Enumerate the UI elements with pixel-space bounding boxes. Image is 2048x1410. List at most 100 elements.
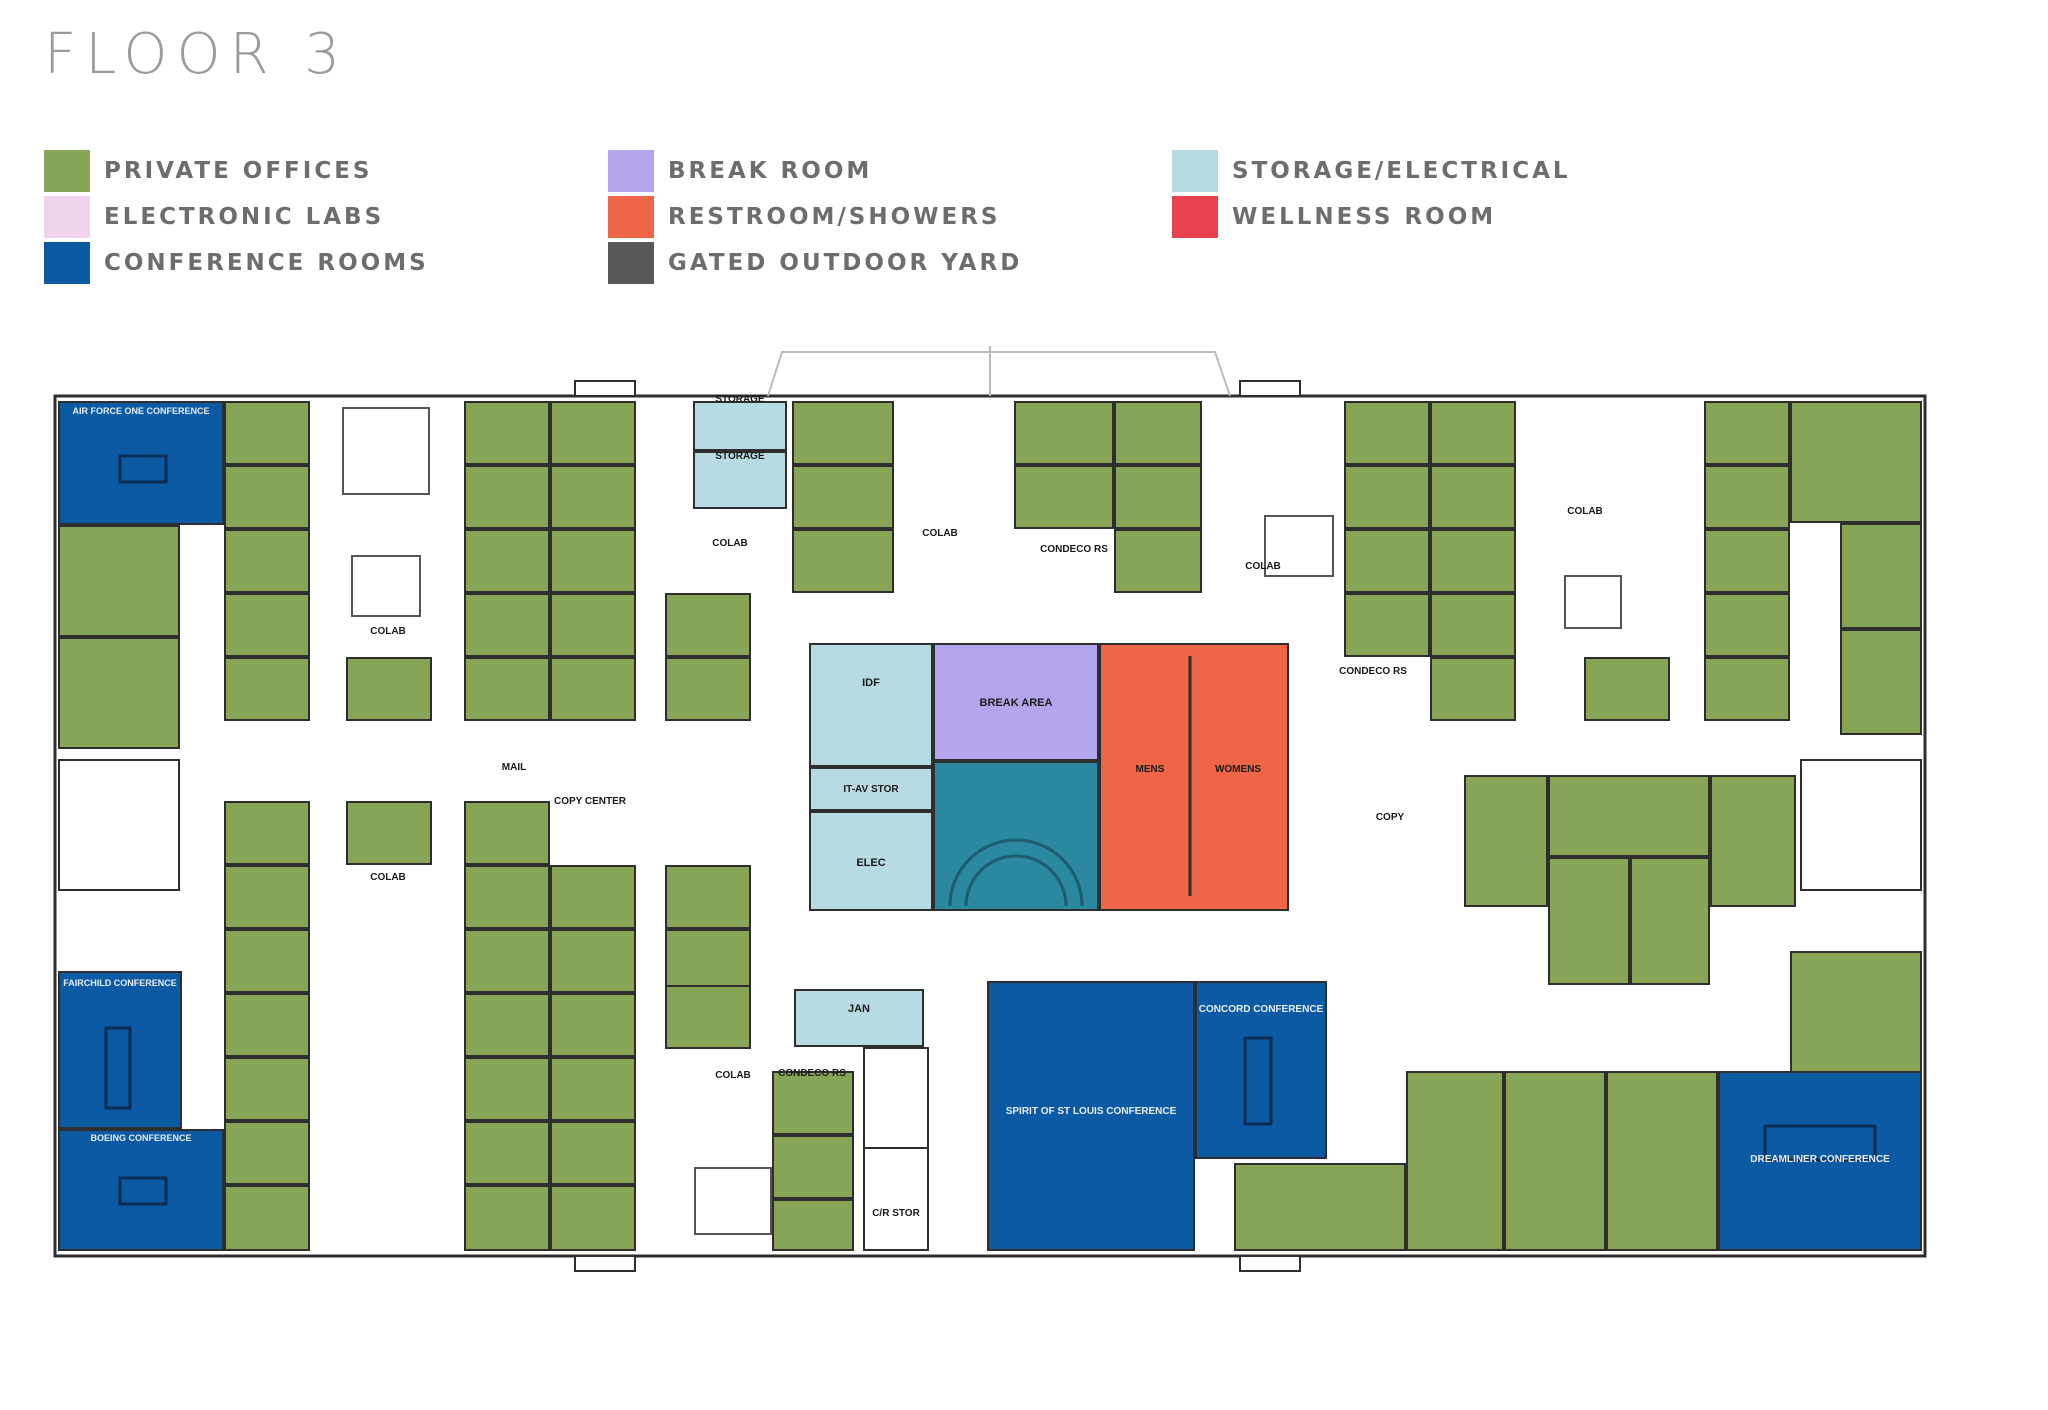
conference-room-boeing bbox=[58, 1129, 224, 1251]
private-office bbox=[224, 465, 310, 529]
private-office bbox=[550, 657, 636, 721]
conference-room-fairchild bbox=[58, 971, 182, 1129]
colab-table bbox=[1564, 575, 1622, 629]
label-colab: COLAB bbox=[712, 538, 748, 549]
conference-table bbox=[104, 1026, 132, 1110]
conference-tables bbox=[104, 454, 1877, 1206]
private-office bbox=[1840, 523, 1922, 629]
label-air-force-one: AIR FORCE ONE CONFERENCE bbox=[72, 406, 209, 416]
conference-room-concord bbox=[1195, 981, 1327, 1159]
exterior-notch bbox=[1239, 380, 1301, 397]
label-elec: ELEC bbox=[856, 857, 885, 869]
private-office bbox=[1344, 529, 1430, 593]
storage-room bbox=[693, 451, 787, 509]
label-colab: COLAB bbox=[370, 626, 406, 637]
label-colab: COLAB bbox=[922, 528, 958, 539]
legend-item-conference-rooms: CONFERENCE ROOMS bbox=[44, 242, 429, 284]
private-office bbox=[464, 465, 550, 529]
private-office bbox=[1344, 465, 1430, 529]
private-office bbox=[224, 801, 310, 865]
private-office bbox=[224, 1185, 310, 1251]
label-idf: IDF bbox=[862, 677, 880, 689]
label-copy: COPY bbox=[1376, 812, 1405, 823]
private-office bbox=[1548, 857, 1630, 985]
private-office bbox=[1790, 951, 1922, 1073]
conference-table bbox=[118, 454, 168, 484]
legend-item-wellness-room: WELLNESS ROOM bbox=[1172, 196, 1496, 238]
private-office bbox=[464, 593, 550, 657]
stair-curve bbox=[964, 854, 1068, 907]
private-office bbox=[1548, 775, 1710, 857]
private-office bbox=[464, 401, 550, 465]
label-jan: JAN bbox=[848, 1003, 870, 1015]
legend-label: RESTROOM/SHOWERS bbox=[668, 204, 1001, 230]
label-cr-stor: C/R STOR bbox=[872, 1208, 920, 1219]
private-office bbox=[550, 865, 636, 929]
stair-west bbox=[58, 759, 180, 891]
label-copy-center: COPY CENTER bbox=[554, 796, 627, 807]
private-office bbox=[665, 929, 751, 993]
label-condeco: CONDECO RS bbox=[778, 1068, 846, 1079]
exterior-notch bbox=[574, 380, 636, 397]
private-office bbox=[550, 465, 636, 529]
stair-core bbox=[933, 761, 1099, 911]
storage-room bbox=[693, 401, 787, 451]
private-office bbox=[1014, 465, 1114, 529]
private-office bbox=[550, 1185, 636, 1251]
private-office bbox=[1114, 465, 1202, 529]
janitor-room bbox=[794, 989, 924, 1047]
legend-item-gated-outdoor-yard: GATED OUTDOOR YARD bbox=[608, 242, 1022, 284]
legend-label: ELECTRONIC LABS bbox=[104, 204, 385, 230]
private-office bbox=[1430, 401, 1516, 465]
private-office bbox=[665, 985, 751, 1049]
label-dreamliner: DREAMLINER CONFERENCE bbox=[1750, 1154, 1890, 1165]
legend-swatch bbox=[1172, 150, 1218, 192]
conference-table bbox=[1763, 1124, 1877, 1162]
room-labels: AIR FORCE ONE CONFERENCE FAIRCHILD CONFE… bbox=[63, 394, 1890, 1219]
legend-label: BREAK ROOM bbox=[668, 158, 873, 184]
electrical-room bbox=[809, 811, 933, 911]
private-office bbox=[550, 993, 636, 1057]
private-office bbox=[1704, 529, 1790, 593]
it-av-storage-room bbox=[809, 767, 933, 811]
private-office bbox=[1630, 857, 1710, 985]
legend-label: WELLNESS ROOM bbox=[1232, 204, 1497, 230]
conference-table bbox=[118, 1176, 168, 1206]
private-office bbox=[1430, 529, 1516, 593]
private-office bbox=[792, 529, 894, 593]
label-colab: COLAB bbox=[715, 1070, 751, 1081]
private-office bbox=[58, 637, 180, 749]
legend-item-restroom-showers: RESTROOM/SHOWERS bbox=[608, 196, 1001, 238]
private-office bbox=[1704, 593, 1790, 657]
private-office bbox=[1704, 401, 1790, 465]
exterior-notch bbox=[574, 1255, 636, 1272]
private-office bbox=[1584, 657, 1670, 721]
legend-swatch bbox=[44, 150, 90, 192]
private-office bbox=[550, 1057, 636, 1121]
conference-table bbox=[1243, 1036, 1273, 1126]
storage-electrical bbox=[693, 401, 933, 1047]
private-office bbox=[550, 401, 636, 465]
furniture bbox=[342, 407, 1622, 1235]
stair-curve bbox=[948, 838, 1084, 907]
label-spirit: SPIRIT OF ST LOUIS CONFERENCE bbox=[1006, 1106, 1177, 1117]
legend-swatch bbox=[44, 242, 90, 284]
idf-room bbox=[809, 643, 933, 767]
private-office bbox=[1704, 465, 1790, 529]
restroom-showers bbox=[1099, 643, 1289, 911]
colab-table bbox=[694, 1167, 772, 1235]
label-concord: CONCORD CONFERENCE bbox=[1199, 1004, 1324, 1015]
private-office bbox=[550, 529, 636, 593]
label-colab: COLAB bbox=[370, 872, 406, 883]
private-office bbox=[1344, 593, 1430, 657]
private-office bbox=[1344, 401, 1430, 465]
floor-title: FLOOR 3 bbox=[44, 22, 349, 87]
private-office bbox=[224, 865, 310, 929]
label-womens: WOMENS bbox=[1215, 764, 1261, 775]
label-colab: COLAB bbox=[1567, 506, 1603, 517]
private-office bbox=[1406, 1071, 1504, 1251]
private-office bbox=[464, 1185, 550, 1251]
private-office bbox=[550, 593, 636, 657]
private-office bbox=[1504, 1071, 1606, 1251]
label-break-area: BREAK AREA bbox=[980, 697, 1053, 709]
